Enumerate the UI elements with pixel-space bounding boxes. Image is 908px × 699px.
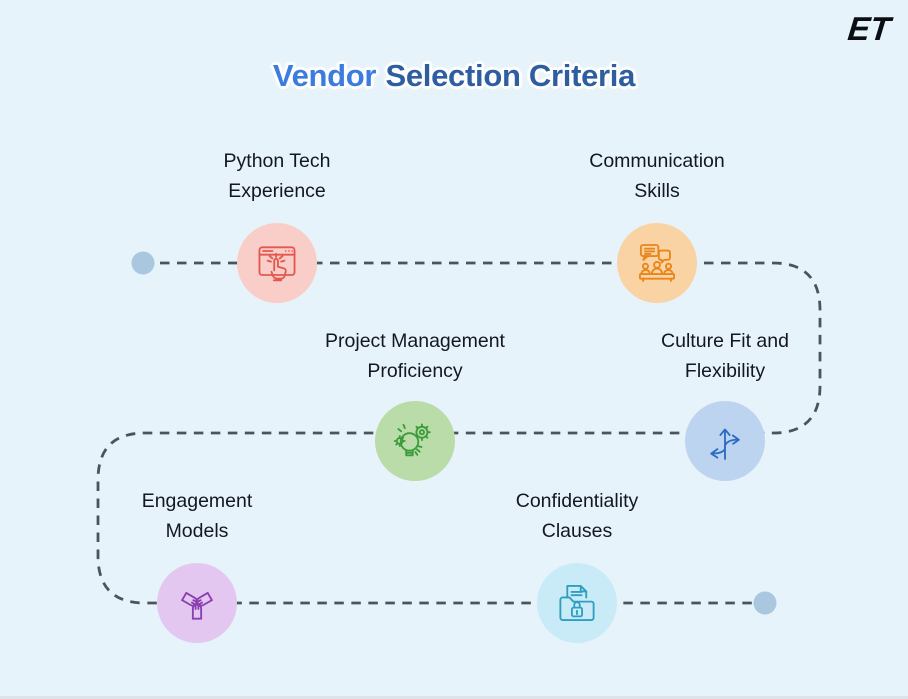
node-label: Engagement Models [47, 486, 347, 546]
team-hands-icon [181, 592, 213, 620]
node-label: Python Tech Experience [127, 146, 427, 206]
node-label: Confidentiality Clauses [427, 486, 727, 546]
label-line: Flexibility [684, 360, 766, 382]
dashed-route-line [96, 261, 822, 605]
meeting-chat-icon [639, 244, 675, 282]
node-circle [157, 563, 237, 643]
title-part-1: Vendor [272, 58, 377, 93]
node-circle [617, 223, 697, 303]
node-circle [375, 401, 455, 481]
bottom-edge-divider [0, 696, 908, 699]
label-line: Communication [589, 150, 725, 172]
label-line: Project Management [325, 330, 505, 352]
label-line: Engagement [141, 490, 253, 512]
label-line: Confidentiality [515, 490, 639, 512]
branching-arrows-icon [710, 428, 740, 460]
label-line: Clauses [541, 520, 613, 542]
node-label: Culture Fit and Flexibility [575, 326, 875, 386]
node-label: Communication Skills [507, 146, 807, 206]
node-label: Project Management Proficiency [265, 326, 565, 386]
route-end-dot [753, 591, 777, 615]
folder-lock-icon [559, 585, 595, 621]
browser-click-icon [258, 246, 296, 282]
node-circle [237, 223, 317, 303]
label-line: Models [165, 520, 229, 542]
label-line: Skills [634, 180, 680, 202]
title-part-2: Selection Criteria [385, 58, 636, 93]
label-line: Python Tech [223, 150, 331, 172]
label-line: Proficiency [367, 360, 463, 382]
node-circle [537, 563, 617, 643]
label-line: Experience [228, 180, 326, 202]
route-start-dot [131, 251, 155, 275]
idea-gears-icon [393, 423, 431, 457]
label-line: Culture Fit and [661, 330, 789, 352]
node-circle [685, 401, 765, 481]
